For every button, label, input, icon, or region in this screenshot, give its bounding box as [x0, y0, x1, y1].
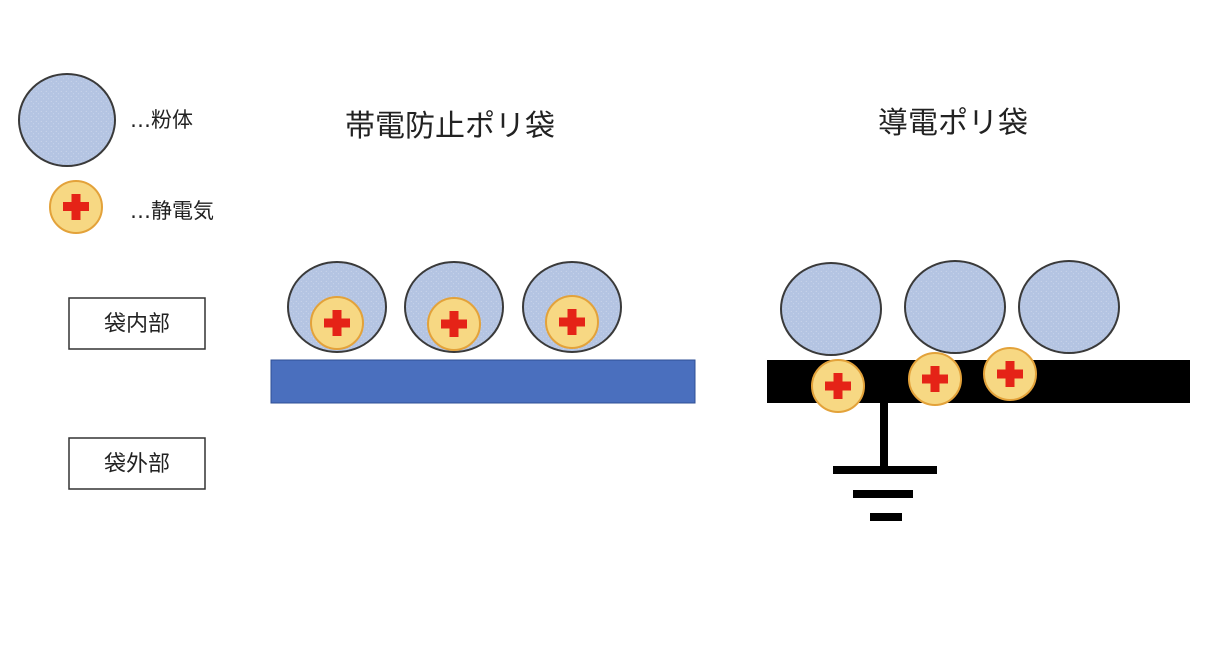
antistatic-film: [270, 359, 696, 404]
legend-powder-circle: [18, 73, 116, 167]
static-charge: [811, 359, 865, 413]
powder-particle: [522, 261, 622, 353]
panel-conductive: 導電ポリ袋: [767, 106, 1190, 521]
static-charge: [545, 295, 599, 349]
zone-label-inside: 袋内部: [68, 297, 206, 350]
legend: …粉体 …静電気: [18, 73, 214, 234]
zone-label-outside: 袋外部: [68, 437, 206, 490]
legend-powder-label: …粉体: [130, 108, 193, 132]
ground-symbol: [833, 403, 937, 521]
panel-antistatic-title: 帯電防止ポリ袋: [345, 109, 555, 144]
panel-antistatic: 帯電防止ポリ袋: [270, 109, 696, 404]
static-charge: [310, 296, 364, 350]
svg-text:袋内部: 袋内部: [104, 312, 170, 337]
static-charge: [427, 297, 481, 351]
legend-static-charge: [49, 180, 103, 234]
svg-text:袋外部: 袋外部: [104, 452, 170, 477]
powder-particle: [904, 260, 1006, 354]
static-charge: [908, 352, 962, 406]
powder-particle: [287, 261, 387, 353]
powder-particle: [404, 261, 504, 353]
panel-conductive-title: 導電ポリ袋: [878, 106, 1028, 141]
powder-particle: [780, 262, 882, 356]
legend-static-label: …静電気: [130, 199, 214, 223]
powder-particle: [1018, 260, 1120, 354]
static-charge: [983, 347, 1037, 401]
